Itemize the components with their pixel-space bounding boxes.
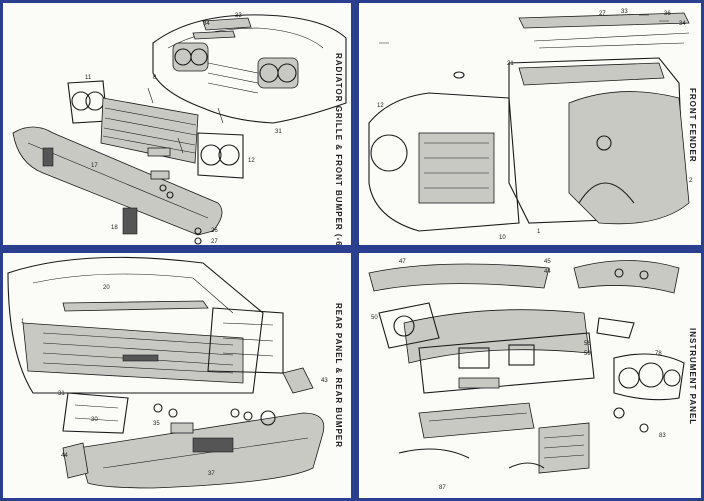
- callout-11: 11: [85, 75, 92, 81]
- callout-83: 83: [659, 433, 666, 439]
- callout-27: 27: [599, 11, 606, 17]
- page-title-front-fender: FRONT FENDER: [688, 88, 697, 163]
- callout-10: 10: [499, 235, 506, 241]
- callout-33: 33: [235, 13, 242, 19]
- callout-27: 27: [211, 239, 218, 245]
- callout-78: 78: [655, 351, 662, 357]
- callout-59: 59: [584, 351, 591, 357]
- page-title-rear-panel: REAR PANEL & REAR BUMPER: [334, 303, 343, 449]
- rear-panel-bumper-drawing: [7, 256, 325, 489]
- page-title-radiator-grille: RADIATOR GRILLE & FRONT BUMPER (-69): [334, 53, 343, 245]
- callout-50: 50: [371, 315, 378, 321]
- callout-30: 30: [91, 417, 98, 423]
- callout-47: 47: [399, 259, 406, 265]
- callout-31: 31: [275, 129, 282, 135]
- page-title-instrument-panel: INSTRUMENT PANEL: [688, 328, 697, 426]
- callout-17: 17: [91, 163, 98, 169]
- callout-36: 36: [664, 11, 671, 17]
- page-front-fender: FRONT FENDER 27 33 34 36 21 12 10 2 1: [359, 3, 701, 245]
- callout-34: 34: [203, 21, 210, 27]
- callout-1: 1: [537, 229, 541, 235]
- callout-39: 37: [208, 471, 215, 477]
- callout-21: 21: [507, 61, 514, 67]
- callout-56: 56: [584, 341, 591, 347]
- callout-26: 26: [211, 228, 218, 234]
- callout-8: 8: [153, 75, 157, 81]
- callout-20: 20: [103, 285, 110, 291]
- callout-44: 44: [544, 269, 551, 275]
- callout-31: 31: [58, 391, 65, 397]
- page-rear-panel-rear-bumper: REAR PANEL & REAR BUMPER 20 1 30 31 35 4…: [3, 253, 351, 498]
- instrument-panel-drawing: [368, 260, 685, 474]
- callout-12: 12: [377, 103, 384, 109]
- callout-33: 33: [621, 9, 628, 15]
- callout-45: 45: [544, 259, 551, 265]
- front-fender-drawing: [368, 12, 690, 232]
- radiator-grille-bumper-drawing: [12, 14, 347, 245]
- callout-2: 2: [689, 178, 693, 184]
- page-instrument-panel: INSTRUMENT PANEL 47 45 44 50 56 59 78 83…: [359, 253, 701, 498]
- callout-37: 35: [153, 421, 160, 427]
- callout-34: 34: [679, 21, 686, 27]
- callout-12: 12: [248, 158, 255, 164]
- callout-87: 87: [439, 485, 446, 491]
- callout-1: 1: [21, 319, 25, 325]
- callout-44: 44: [61, 453, 68, 459]
- callout-43: 43: [321, 378, 328, 384]
- page-radiator-grille-front-bumper: RADIATOR GRILLE & FRONT BUMPER (-69) 33 …: [3, 3, 351, 245]
- callout-18: 18: [111, 225, 118, 231]
